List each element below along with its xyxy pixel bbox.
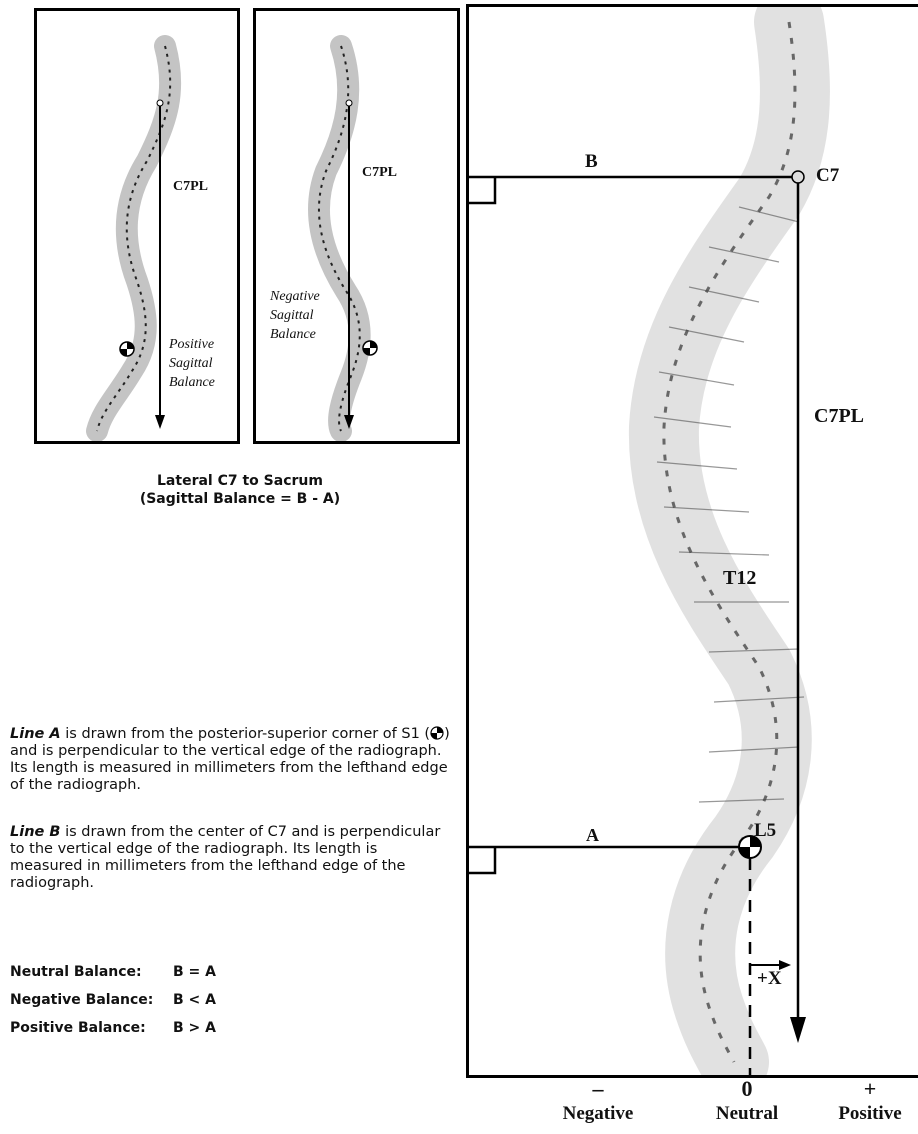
axis-tick-negative: – Negative bbox=[553, 1076, 643, 1126]
c7pl-label: C7PL bbox=[814, 405, 864, 428]
line-a-term: Line A bbox=[10, 726, 61, 742]
figure-caption: Lateral C7 to Sacrum (Sagittal Balance =… bbox=[60, 472, 420, 508]
s1-marker-icon bbox=[363, 341, 377, 355]
balance-rule-positive: Positive Balance:B > A bbox=[10, 1020, 216, 1036]
s1-marker-icon bbox=[430, 726, 444, 740]
positive-balance-panel: C7PL Positive Sagittal Balance bbox=[34, 8, 240, 444]
line-b-term: Line B bbox=[10, 824, 60, 840]
main-radiograph-panel: B C7 C7PL T12 A L5 +X bbox=[466, 4, 918, 1078]
line-b-label: B bbox=[585, 151, 598, 173]
spine-illustration-negative bbox=[256, 11, 456, 441]
axis-tick-positive: + Positive bbox=[822, 1076, 918, 1126]
axis-tick-neutral: 0 Neutral bbox=[702, 1076, 792, 1126]
balance-rule-neutral: Neutral Balance:B = A bbox=[10, 964, 216, 980]
spine-illustration-main bbox=[469, 7, 918, 1075]
negative-balance-panel: C7PL Negative Sagittal Balance bbox=[253, 8, 460, 444]
c7-label: C7 bbox=[816, 165, 839, 187]
line-a-description: Line A is drawn from the posterior-super… bbox=[10, 726, 450, 794]
positive-balance-label: Positive Sagittal Balance bbox=[169, 335, 215, 392]
s1-marker-icon bbox=[120, 342, 134, 356]
c7pl-label: C7PL bbox=[362, 165, 397, 181]
balance-rule-negative: Negative Balance:B < A bbox=[10, 992, 216, 1008]
line-a-label: A bbox=[586, 825, 599, 846]
line-b-description: Line B is drawn from the center of C7 an… bbox=[10, 824, 450, 892]
t12-label: T12 bbox=[723, 567, 756, 590]
c7pl-label: C7PL bbox=[173, 179, 208, 195]
l5-label: L5 bbox=[754, 820, 776, 842]
offset-label: +X bbox=[757, 968, 782, 990]
negative-balance-label: Negative Sagittal Balance bbox=[270, 287, 320, 344]
